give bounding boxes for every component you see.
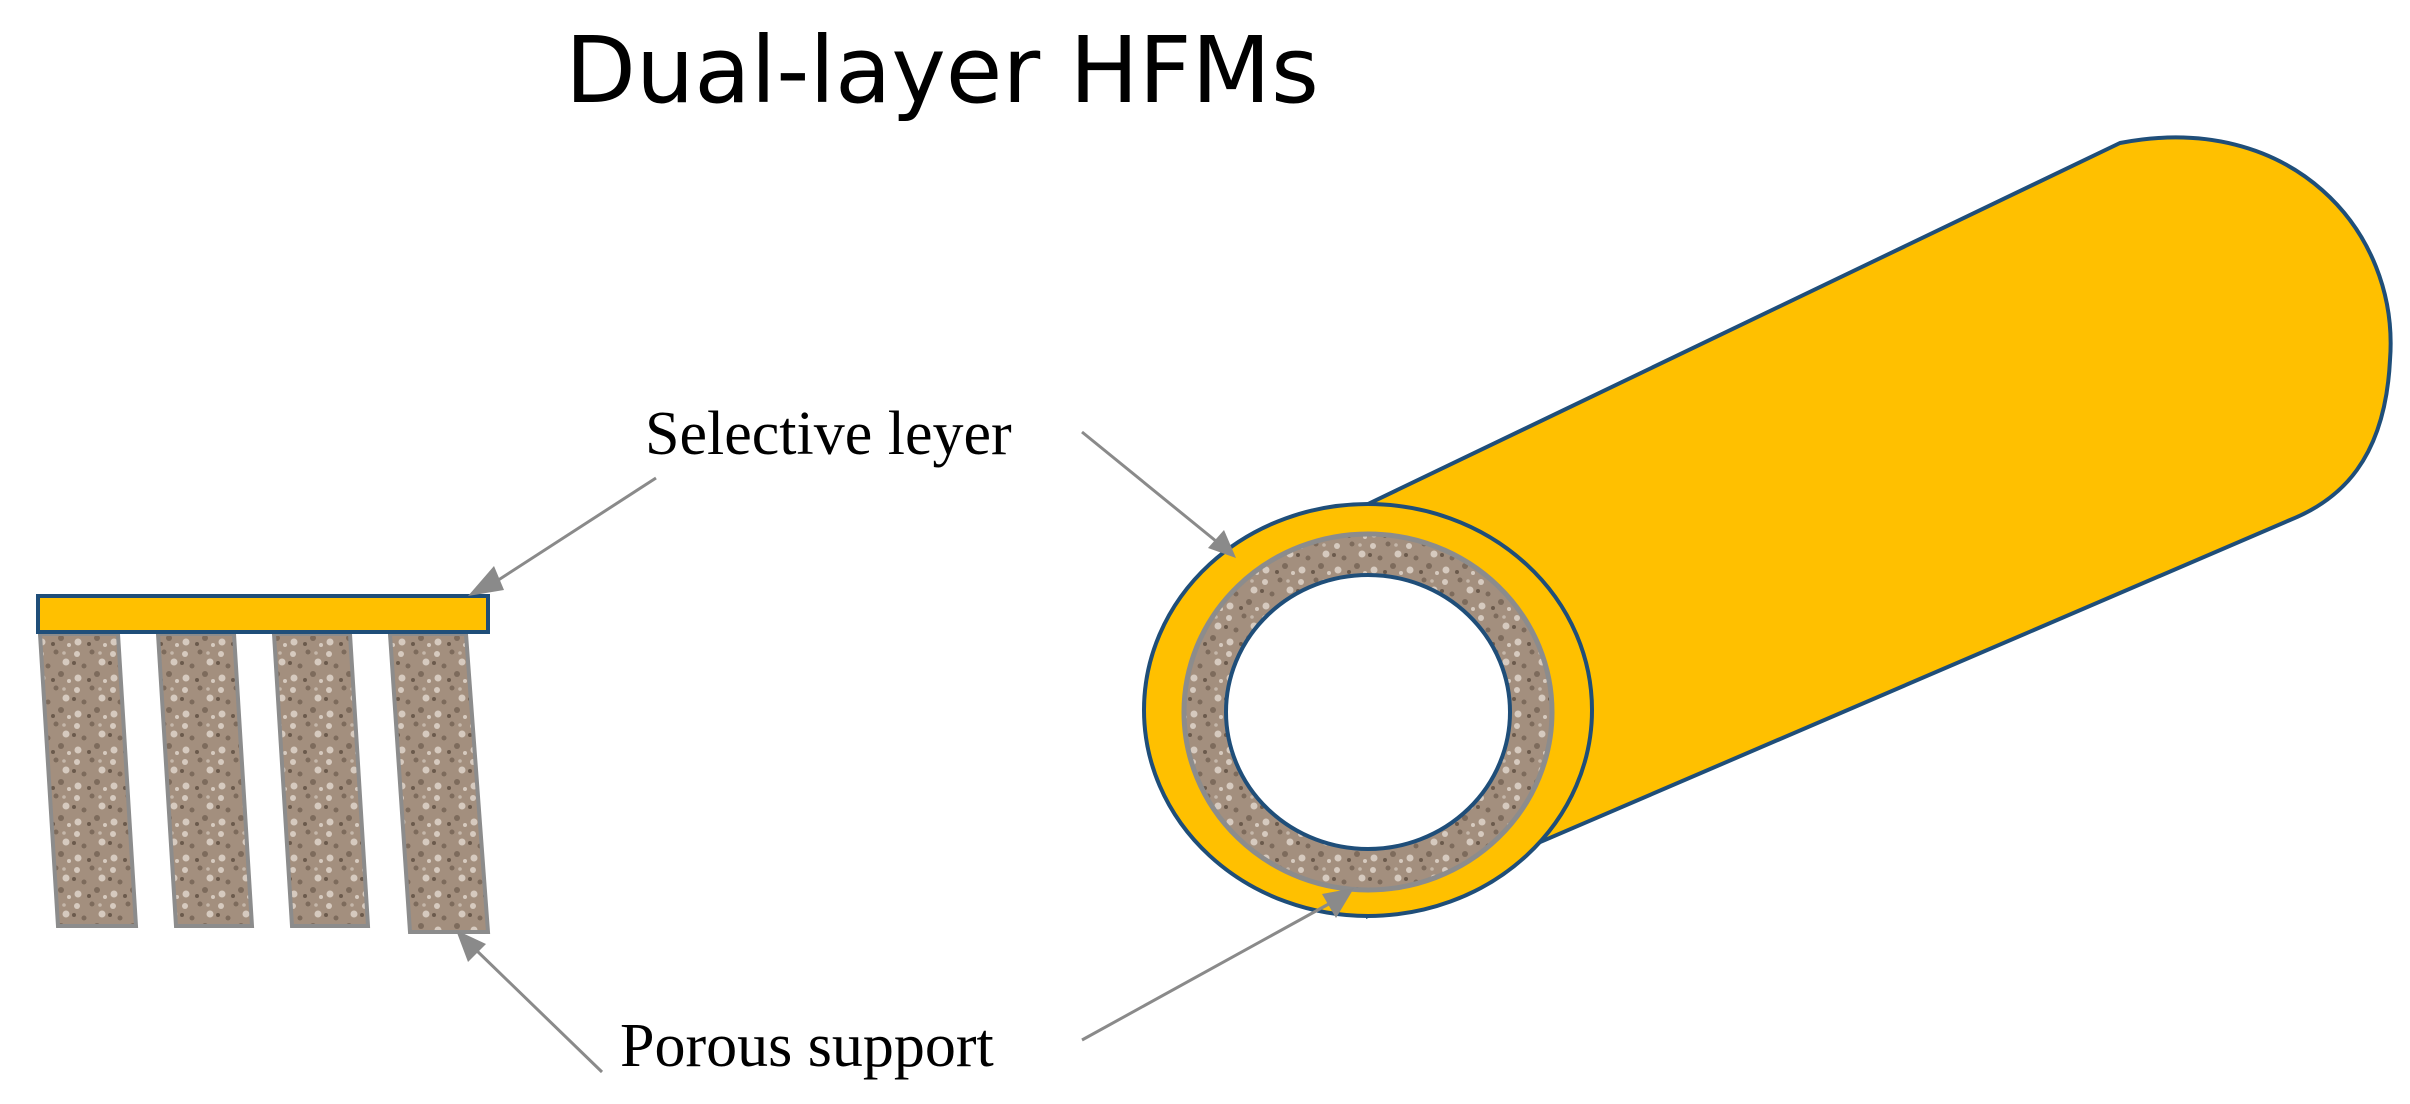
- porous-support-column: [155, 632, 255, 928]
- diagram-title: Dual-layer HFMs: [565, 17, 1319, 124]
- porous-support-leaders: [456, 888, 1354, 1074]
- fiber-lumen: [1224, 573, 1512, 851]
- fiber-body: [1366, 135, 2393, 920]
- porous-support-label: Porous support: [620, 1012, 994, 1080]
- selective-layer-sheet: [36, 594, 490, 634]
- porous-support-column: [387, 632, 491, 934]
- arrowhead-icon: [456, 930, 486, 962]
- arrowhead-icon: [1208, 530, 1236, 558]
- selective-layer-leaders: [468, 430, 1236, 596]
- leader-line: [1081, 898, 1337, 1042]
- hollow-fiber-cylinder-icon: [1142, 135, 2393, 920]
- porous-support-columns: [37, 632, 491, 934]
- leader-line: [1081, 430, 1223, 548]
- leader-line: [472, 946, 604, 1074]
- membrane-cross-section-icon: [36, 594, 491, 934]
- porous-support-column: [271, 632, 371, 928]
- arrowhead-icon: [1322, 888, 1354, 918]
- arrowhead-icon: [468, 566, 504, 596]
- leader-line: [485, 476, 657, 590]
- porous-support-column: [37, 632, 139, 928]
- selective-layer-label: Selective leyer: [645, 400, 1012, 468]
